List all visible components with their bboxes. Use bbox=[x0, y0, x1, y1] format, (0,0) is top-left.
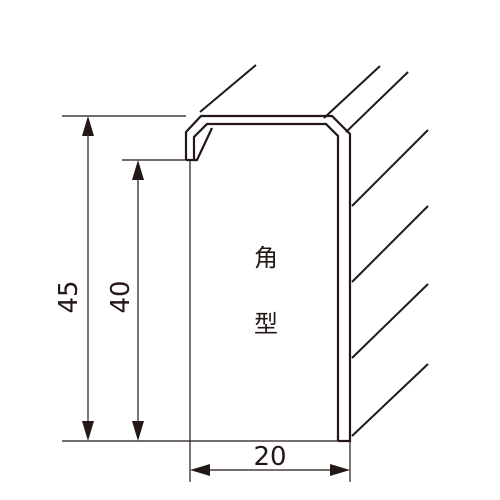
profile-outer-contour bbox=[184, 114, 352, 443]
profile-section bbox=[184, 114, 352, 443]
hatch-line-4 bbox=[351, 129, 429, 207]
hatch-line-5 bbox=[351, 205, 429, 283]
dimension-outer-height: 45 bbox=[54, 115, 338, 442]
arrowhead-20-left bbox=[190, 464, 210, 476]
width-label: 20 bbox=[253, 442, 286, 472]
profile-name: 角 型 bbox=[254, 244, 278, 338]
dimension-inner-height: 40 bbox=[106, 159, 186, 441]
dimension-width: 20 bbox=[189, 160, 351, 482]
profile-inner-contour bbox=[192, 122, 340, 441]
hatch-line-6 bbox=[351, 283, 429, 359]
arrowhead-20-right bbox=[330, 464, 350, 476]
wall-hatching bbox=[199, 64, 429, 437]
arrowhead-40-top bbox=[132, 160, 144, 180]
profile-name-char-2: 型 bbox=[254, 310, 278, 338]
arrowhead-45-bottom bbox=[82, 421, 94, 441]
arrowhead-40-bottom bbox=[132, 421, 144, 441]
inner-height-label: 40 bbox=[106, 280, 136, 313]
hatch-line-3 bbox=[345, 71, 409, 133]
profile-name-char-1: 角 bbox=[254, 244, 278, 272]
arrowhead-45-top bbox=[82, 116, 94, 136]
outer-height-label: 45 bbox=[54, 280, 84, 313]
hatch-line-7 bbox=[351, 363, 429, 437]
hatch-line-1 bbox=[199, 64, 257, 113]
hatch-line-2 bbox=[323, 65, 381, 119]
